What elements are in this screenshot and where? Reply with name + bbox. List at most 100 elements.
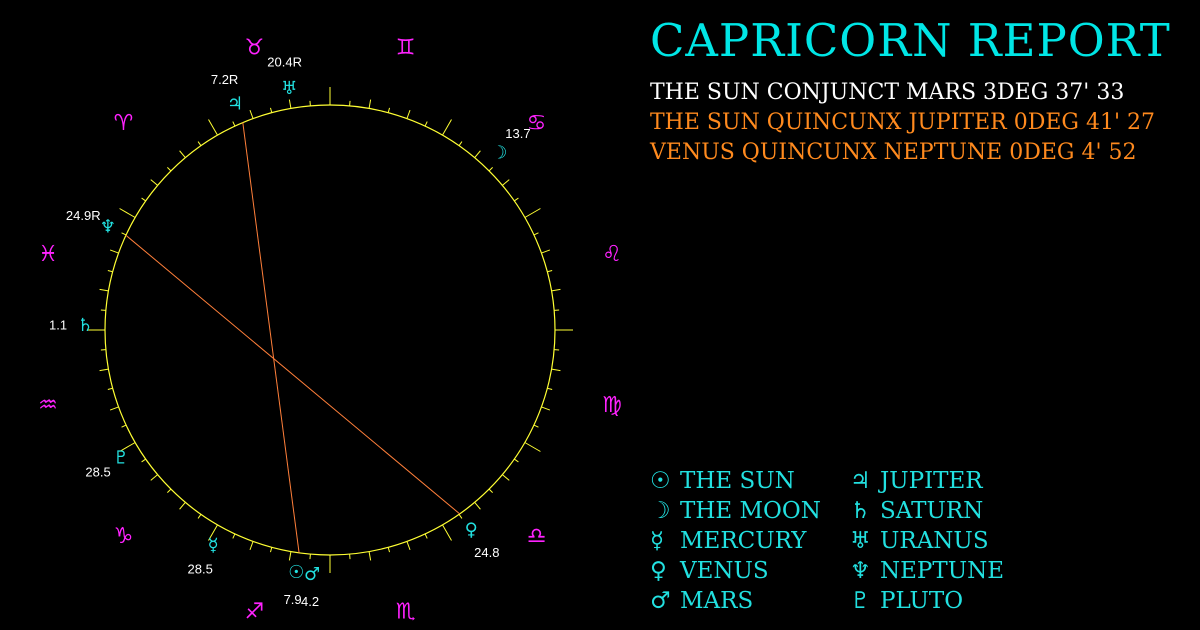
degree-tick — [488, 488, 493, 493]
uranus-icon: ♅ — [850, 528, 871, 554]
aspect-lines — [125, 122, 461, 553]
degree-tick — [533, 424, 539, 428]
legend-item-mercury: ☿ MERCURY — [650, 530, 806, 553]
pluto-degree-label: 28.5 — [85, 465, 110, 480]
legend-item-moon: ☽ THE MOON — [650, 500, 821, 523]
legend-item-neptune: ♆NEPTUNE — [850, 560, 1004, 583]
degree-tick — [424, 121, 428, 127]
aspect-line-venus-neptune — [125, 234, 461, 515]
degree-tick — [119, 208, 136, 218]
degree-tick — [458, 514, 463, 519]
legend-label: VENUS — [680, 558, 769, 584]
sun-degree-label: 7.9 — [284, 592, 302, 607]
degree-tick — [179, 150, 186, 158]
degree-tick — [458, 141, 463, 146]
degree-tick — [368, 99, 372, 109]
legend-item-pluto: ♇ PLUTO — [850, 590, 963, 613]
aspect-item: THE SUN QUINCUNX JUPITER 0DEG 41' 27 — [650, 110, 1156, 135]
sign-taurus-icon: ♉ — [245, 35, 265, 60]
legend-item-sun: ☉ THE SUN — [650, 470, 795, 493]
aspect-item: VENUS QUINCUNX NEPTUNE 0DEG 4' 52 — [650, 140, 1137, 165]
mercury-degree-label: 28.5 — [188, 562, 213, 577]
zodiac-wheel: ♈♉♊♋♌♍♎♏♐♑♒♓ ☉7.9☽13.7☿28.5♀24.8♂4.2♃7.2… — [38, 35, 622, 625]
degree-tick — [107, 269, 113, 273]
mars-icon: ♂ — [304, 564, 320, 585]
degree-tick — [442, 119, 452, 136]
legend-item-uranus: ♅URANUS — [850, 530, 989, 553]
legend-item-venus: ♀ VENUS — [650, 560, 769, 583]
legend-label: THE SUN — [680, 468, 795, 494]
degree-tick — [502, 179, 510, 186]
degree-tick — [197, 141, 202, 146]
sun-icon: ☉ — [288, 562, 304, 583]
degree-tick — [107, 387, 113, 391]
degree-tick — [533, 232, 539, 236]
legend-label: JUPITER — [880, 468, 983, 494]
sign-aries-icon: ♈ — [114, 111, 134, 136]
sign-libra-icon: ♎ — [527, 524, 547, 549]
degree-tick — [502, 474, 510, 481]
degree-tick — [541, 406, 551, 411]
degree-tick — [547, 269, 553, 273]
sign-cancer-icon: ♋ — [527, 111, 547, 136]
legend-item-saturn: ♄SATURN — [850, 500, 983, 523]
moon-icon: ☽ — [650, 498, 671, 524]
degree-tick — [488, 167, 493, 172]
pluto-icon: ♇ — [113, 448, 129, 469]
degree-tick — [179, 502, 186, 510]
jupiter-icon: ♃ — [850, 468, 871, 494]
legend-label: SATURN — [880, 498, 984, 524]
jupiter-degree-label: 7.2R — [211, 72, 238, 87]
legend-item-mars: ♂ MARS — [650, 590, 753, 613]
legend-label: MARS — [680, 588, 754, 614]
venus-icon: ♀ — [650, 558, 667, 584]
degree-tick — [208, 119, 218, 136]
degree-tick — [547, 387, 553, 391]
degree-tick — [387, 547, 391, 553]
degree-tick — [150, 474, 158, 481]
degree-tick — [249, 109, 254, 119]
degree-tick — [269, 547, 273, 553]
degree-tick — [208, 524, 218, 541]
degree-tick — [442, 524, 452, 541]
mercury-icon: ☿ — [650, 528, 665, 554]
neptune-icon: ♆ — [100, 216, 116, 237]
sign-sagittarius-icon: ♐ — [245, 600, 265, 625]
mars-degree-label: 4.2 — [301, 594, 319, 609]
degree-tick — [232, 121, 236, 127]
sun-icon: ☉ — [650, 468, 671, 494]
degree-ticks — [87, 87, 573, 573]
neptune-degree-label: 24.9R — [66, 208, 101, 223]
degree-tick — [232, 533, 236, 539]
pluto-icon: ♇ — [850, 588, 871, 614]
degree-tick — [424, 533, 428, 539]
degree-tick — [541, 249, 551, 254]
degree-tick — [514, 197, 519, 202]
planet-glyphs: ☉7.9☽13.7☿28.5♀24.8♂4.2♃7.2R♄1.1♅20.4R♆2… — [49, 54, 531, 608]
degree-tick — [387, 107, 391, 113]
degree-tick — [167, 488, 172, 493]
aspect-line-sun-jupiter — [242, 122, 300, 553]
degree-tick — [474, 150, 481, 158]
aspect-item: THE SUN CONJUNCT MARS 3DEG 37' 33 — [650, 80, 1125, 105]
degree-tick — [167, 167, 172, 172]
venus-icon: ♀ — [465, 520, 478, 541]
legend-label: MERCURY — [680, 528, 807, 554]
saturn-icon: ♄ — [77, 315, 93, 336]
degree-tick — [109, 249, 119, 254]
degree-tick — [269, 107, 273, 113]
degree-tick — [150, 179, 158, 186]
wheel-ring — [104, 104, 556, 556]
degree-tick — [551, 288, 561, 292]
legend-label: PLUTO — [880, 588, 964, 614]
jupiter-icon: ♃ — [227, 94, 243, 115]
mars-icon: ♂ — [650, 588, 671, 614]
venus-degree-label: 24.8 — [474, 545, 499, 560]
degree-tick — [288, 551, 292, 561]
degree-tick — [524, 442, 541, 452]
report-title: CAPRICORN REPORT — [650, 14, 1171, 67]
degree-tick — [288, 99, 292, 109]
legend-label: THE MOON — [680, 498, 821, 524]
degree-tick — [524, 208, 541, 218]
degree-tick — [474, 502, 481, 510]
